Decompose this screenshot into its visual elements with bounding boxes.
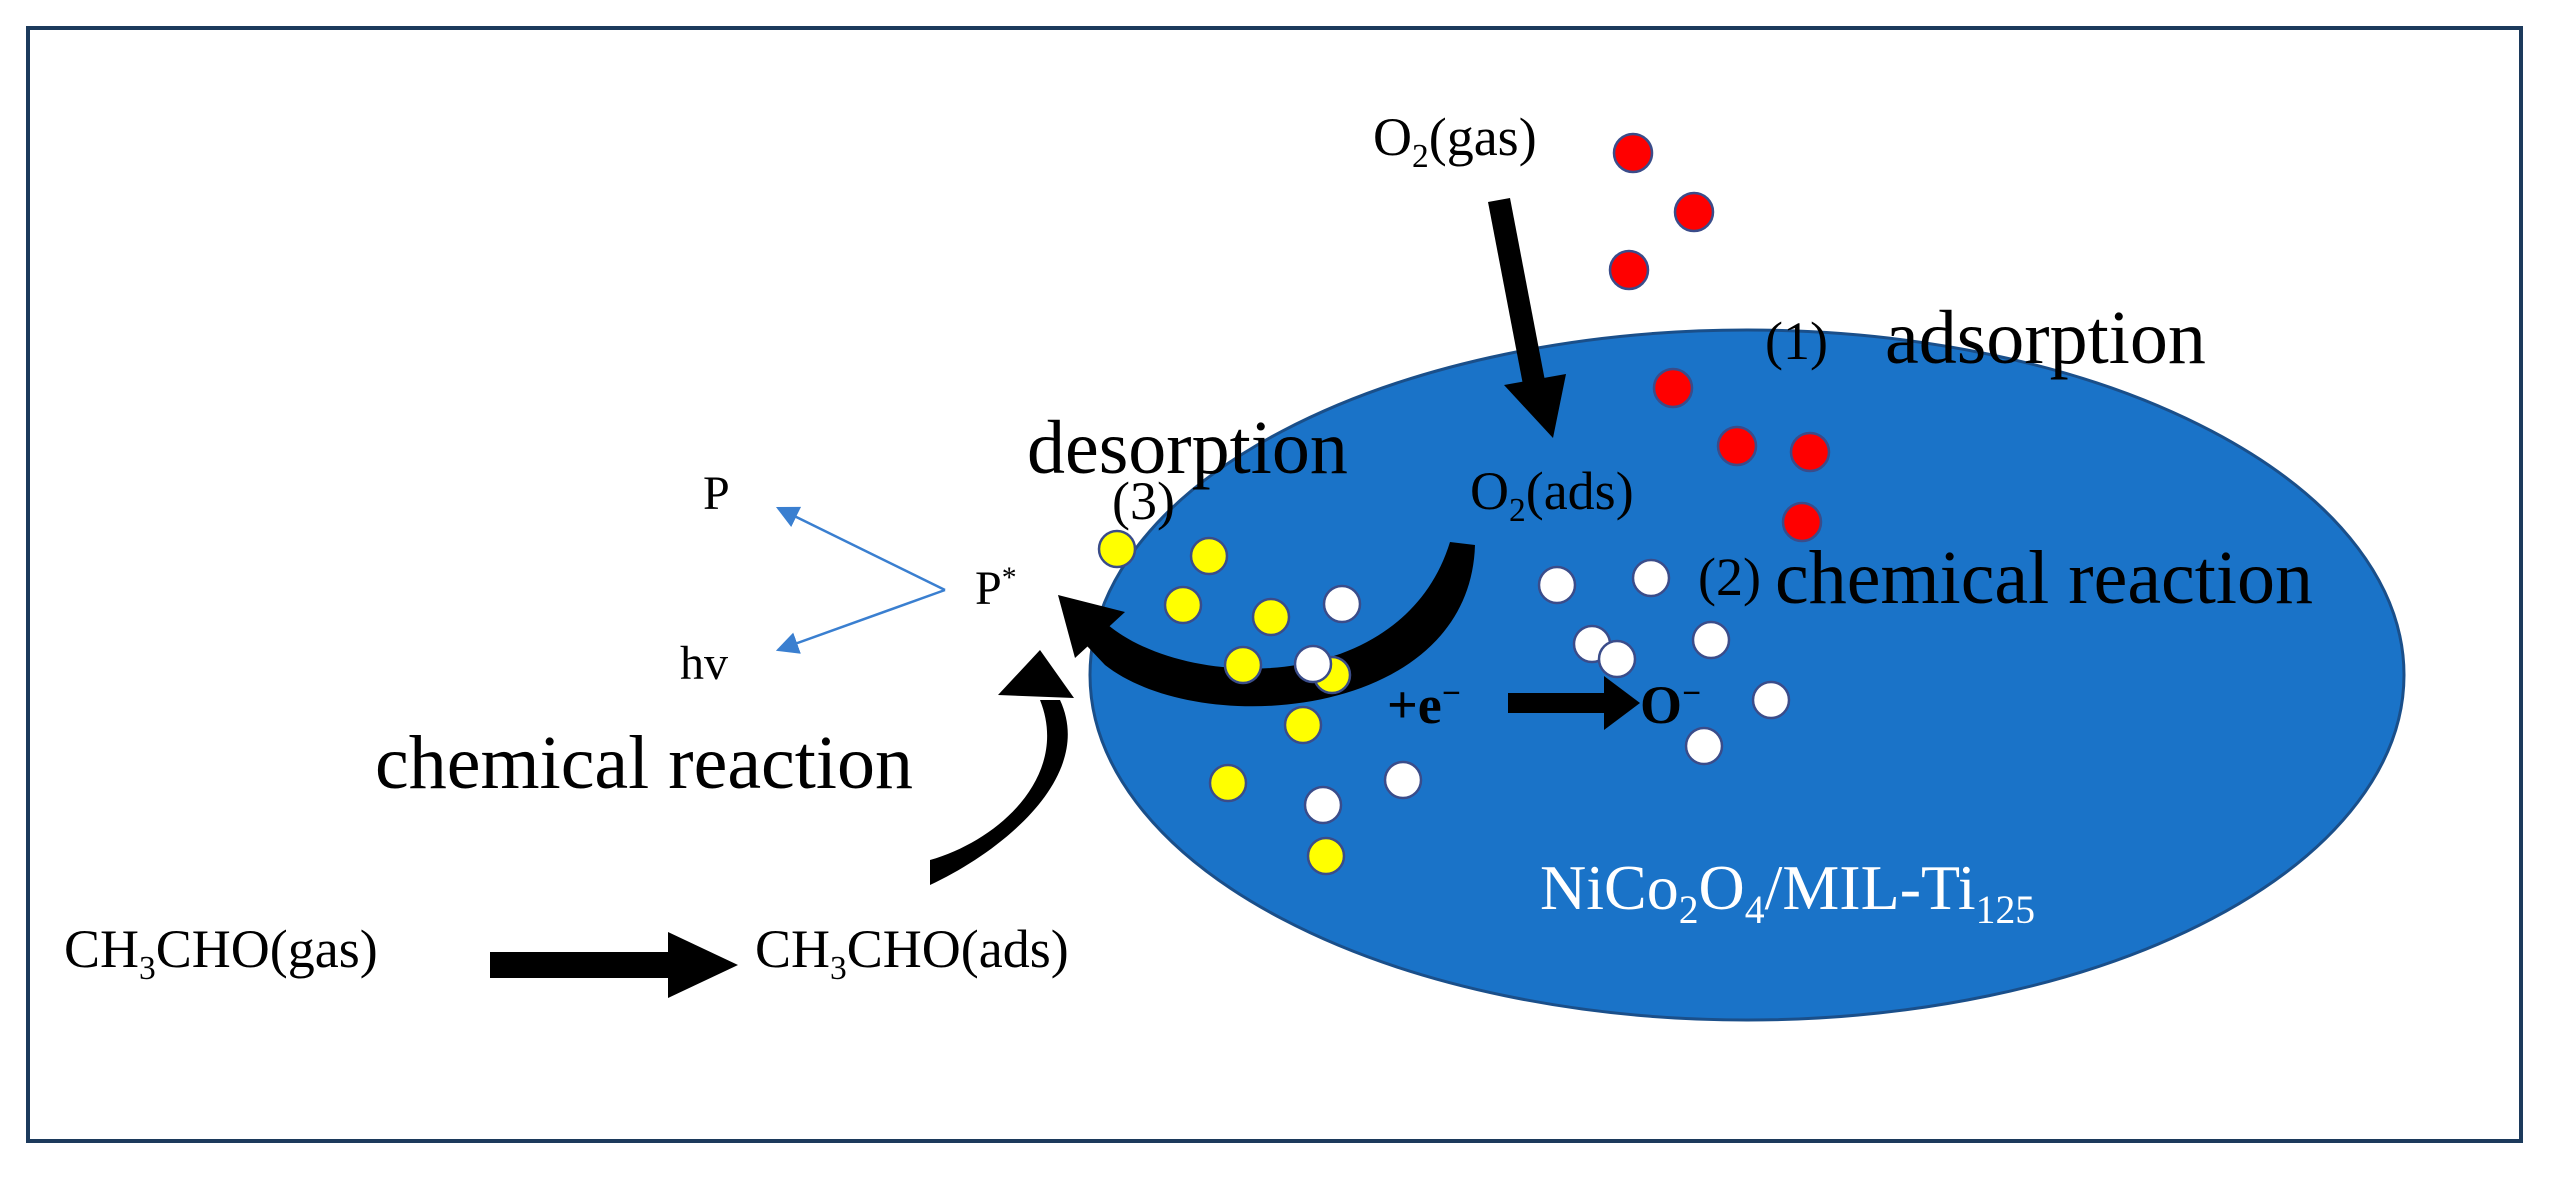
o2-particle <box>1608 249 1650 291</box>
diagram-frame <box>26 26 2523 1143</box>
ch3cho-gas-label: CH3CHO(gas) <box>64 919 378 987</box>
thin-arrow-to-hv <box>775 588 946 654</box>
product-particle <box>1306 836 1346 876</box>
o2-ads-label: O2(ads) <box>1470 461 1634 529</box>
electron-transfer-arrow <box>1508 676 1640 730</box>
desorption-curved-arrow <box>1058 542 1475 707</box>
o2-particles <box>1608 132 1831 543</box>
o2-particle <box>1673 191 1715 233</box>
o-minus-particle <box>1597 639 1637 679</box>
o-minus-particle <box>1631 558 1671 598</box>
o2-particle <box>1716 425 1758 467</box>
o2-gas-label: O2(gas) <box>1373 107 1537 175</box>
product-particle <box>1097 529 1137 569</box>
product-particle <box>1208 763 1248 803</box>
electron-label: +e− <box>1387 675 1461 735</box>
chemical-reaction-left-label: chemical reaction <box>375 721 914 805</box>
step-1-label: (1) <box>1765 311 1828 371</box>
ch3cho-ads-label: CH3CHO(ads) <box>755 919 1069 987</box>
product-particles <box>1097 529 1352 876</box>
o-minus-particle <box>1537 565 1577 605</box>
step-3-label: (3) <box>1112 471 1175 531</box>
o-minus-particle <box>1684 726 1724 766</box>
catalyst-label: NiCo2O4/MIL-Ti125 <box>1540 852 2036 932</box>
o-minus-label: O− <box>1640 675 1702 735</box>
chemical-reaction-right-label: chemical reaction <box>1775 536 2314 620</box>
step-2-label: (2) <box>1698 547 1761 607</box>
product-particle <box>1283 705 1323 745</box>
o-minus-particle <box>1691 620 1731 660</box>
product-particle <box>1223 645 1263 685</box>
o2-particle <box>1781 501 1823 543</box>
desorption-label: desorption <box>1027 406 1348 490</box>
o-minus-particle <box>1383 760 1423 800</box>
o-minus-particle <box>1322 584 1362 624</box>
o2-particle <box>1612 132 1654 174</box>
o-minus-particle <box>1303 785 1343 825</box>
o2-adsorption-arrow <box>1488 198 1566 438</box>
catalyst-ellipse <box>1088 328 2406 1022</box>
product-particle <box>1163 585 1203 625</box>
chemical-reaction-curved-arrow <box>930 650 1074 885</box>
p-label: P <box>703 467 730 520</box>
o2-particle <box>1789 431 1831 473</box>
product-particle <box>1251 597 1291 637</box>
o-minus-particles <box>1293 558 1791 825</box>
adsorption-label: adsorption <box>1885 296 2206 380</box>
hv-label: hv <box>680 637 728 690</box>
o2-particle <box>1652 367 1694 409</box>
o-minus-particle <box>1751 680 1791 720</box>
ch3cho-adsorption-arrow <box>490 932 738 998</box>
product-particle <box>1189 536 1229 576</box>
o-minus-particle <box>1293 644 1333 684</box>
thin-arrow-to-p <box>775 506 946 592</box>
p-star-label: P* <box>975 561 1017 615</box>
